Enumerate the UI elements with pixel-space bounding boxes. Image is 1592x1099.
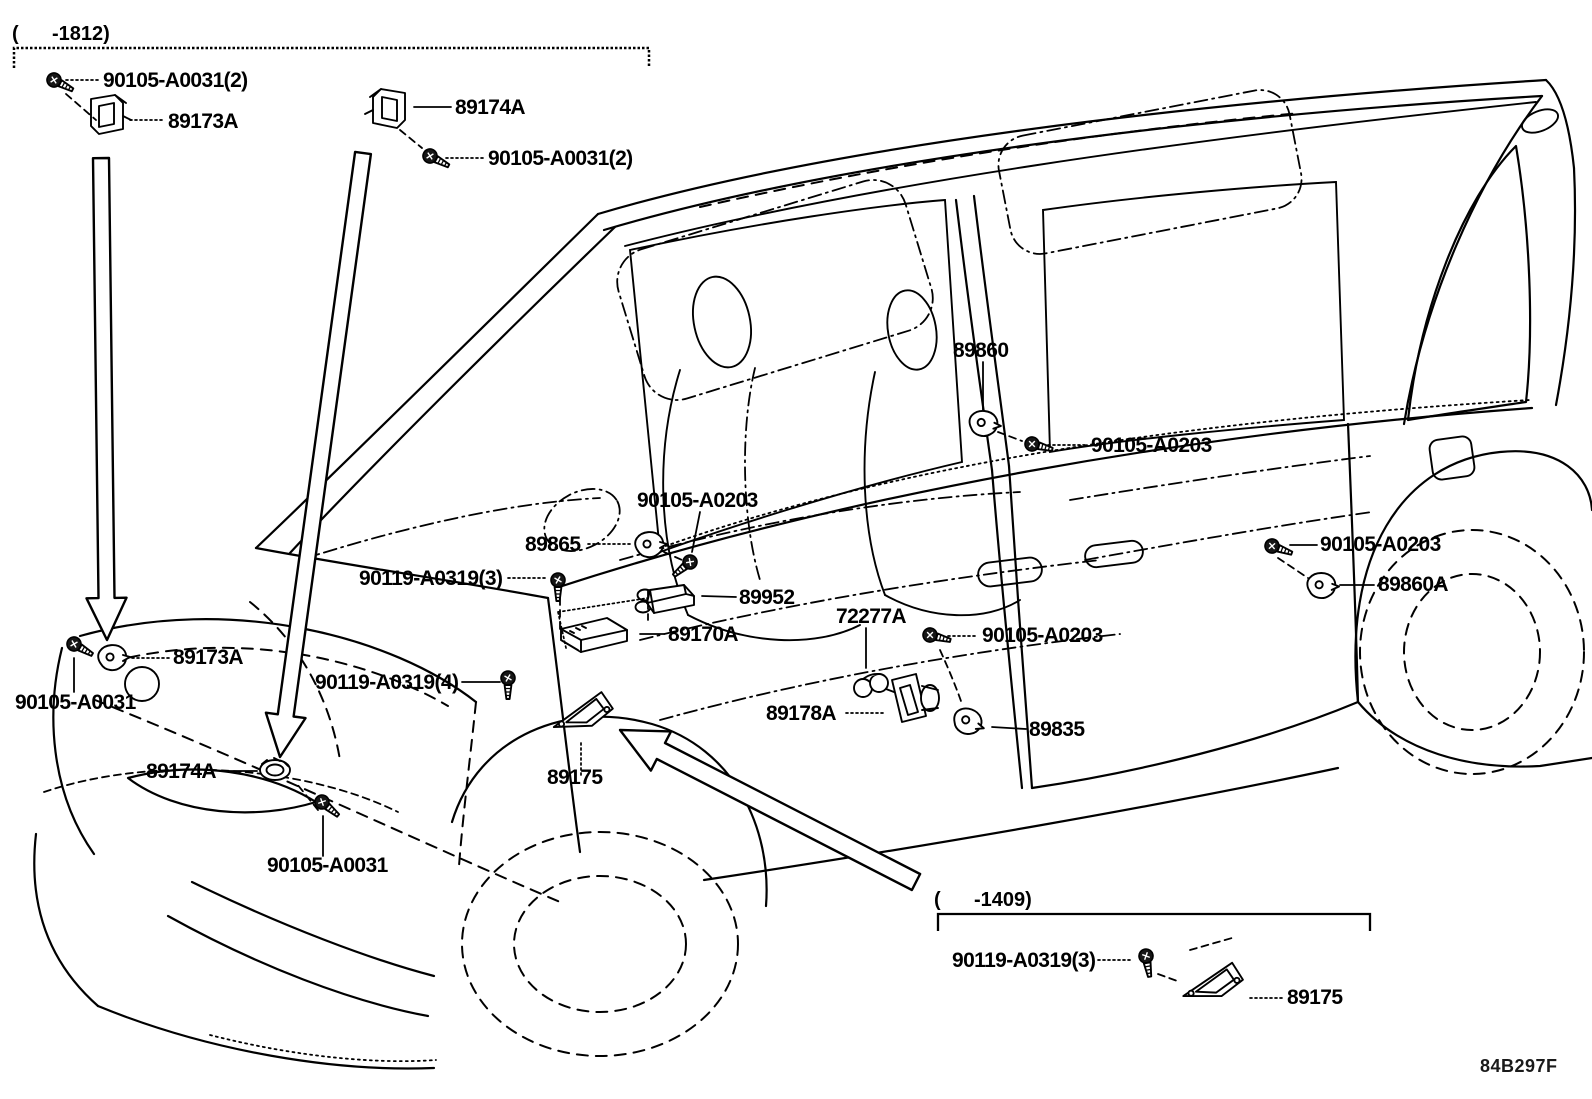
part-label: 90105-A0031(2) — [103, 69, 248, 92]
screw-icon — [1136, 946, 1158, 979]
part-label: 90105-A0203 — [1320, 533, 1441, 556]
part-label: 90105-A0203 — [1091, 434, 1212, 457]
arrow-down-left — [85, 156, 128, 642]
diagram-code: 84B297F — [1480, 1056, 1558, 1076]
part-label: 89865 — [525, 533, 581, 556]
part-label: 90119-A0319(3) — [359, 567, 502, 590]
part-label: 89178A — [766, 702, 836, 725]
part-label: 89860 — [953, 339, 1008, 362]
airbag-sensor-icon — [634, 531, 668, 559]
vehicle-rear — [1354, 78, 1592, 775]
occupant-sensor-icon — [853, 673, 895, 698]
part-label: 90119-A0319(3) — [952, 949, 1095, 972]
sensor-floor-bracket-icon — [1179, 960, 1246, 1002]
screw-icon — [1262, 536, 1296, 561]
range-note-top: ( -1812) — [12, 23, 110, 45]
screw-icon — [550, 572, 566, 602]
front-impact-sensor-icon — [97, 644, 131, 672]
rear-wheel — [1359, 529, 1585, 775]
vehicle-interior — [249, 275, 1373, 761]
part-label: 90105-A0031(2) — [488, 147, 633, 170]
part-label: 89835 — [1029, 718, 1085, 741]
arrow-up-left — [618, 728, 922, 892]
airbag-ecu-icon — [560, 617, 628, 653]
screw-icon — [668, 551, 701, 582]
screw-icon — [43, 69, 77, 97]
sensor-bracket-icon — [891, 673, 940, 723]
part-label: 89173A — [168, 110, 238, 133]
sunroof-rear — [997, 89, 1303, 255]
range-note-bottom: ( -1409) — [934, 889, 1032, 911]
part-label: 90119-A0319(4) — [315, 671, 458, 694]
screw-icon — [920, 625, 954, 649]
arrow-down-mid — [264, 150, 373, 759]
roof-antenna — [1521, 108, 1559, 134]
leader-lines — [65, 79, 1375, 999]
sunroof-front — [616, 179, 934, 401]
rear-side-sensor-icon — [1305, 570, 1342, 601]
screw-icon — [419, 145, 453, 173]
part-label: 89952 — [739, 586, 794, 609]
part-label: 89173A — [173, 646, 243, 669]
part-label: 89170A — [668, 623, 738, 646]
front-wheel — [461, 831, 739, 1057]
screw-icon — [311, 791, 344, 822]
part-label: 89175 — [1287, 986, 1343, 1009]
fuel-door — [1428, 435, 1476, 481]
part-label: 89174A — [146, 760, 216, 783]
part-label: 90105-A0203 — [637, 489, 758, 512]
vehicle-front — [33, 212, 768, 1070]
part-label: 89860A — [1378, 573, 1448, 596]
screw-icon — [500, 670, 516, 700]
part-label: 89175 — [547, 766, 603, 789]
part-label: 89174A — [455, 96, 525, 119]
part-callouts: 90105-A0031(2) 89173A 89174A 90105-A0031… — [15, 69, 1449, 1009]
vehicle-outline — [33, 78, 1592, 1070]
part-label: 90105-A0031 — [267, 854, 389, 877]
part-label: 90105-A0203 — [982, 624, 1103, 647]
part-label: 72277A — [836, 605, 906, 628]
seat-headrest — [692, 275, 752, 369]
front-sensor-bracket-icon — [364, 88, 406, 129]
pointer-arrows — [85, 150, 922, 892]
airbag-sensor-icon — [948, 703, 990, 742]
grommet-icon — [259, 757, 291, 781]
side-airbag-sensor-icon — [966, 407, 1004, 440]
screw-icon — [63, 633, 97, 662]
fog-lamp — [124, 666, 160, 702]
range-bracket-bottom: ( -1409) — [934, 889, 1372, 931]
vehicle-roof — [596, 78, 1559, 401]
part-label: 90105-A0031 — [15, 691, 137, 714]
seat-headrest-2 — [886, 289, 938, 371]
front-sensor-bracket-icon — [90, 94, 132, 135]
range-bracket-top: ( -1812) — [12, 23, 651, 68]
